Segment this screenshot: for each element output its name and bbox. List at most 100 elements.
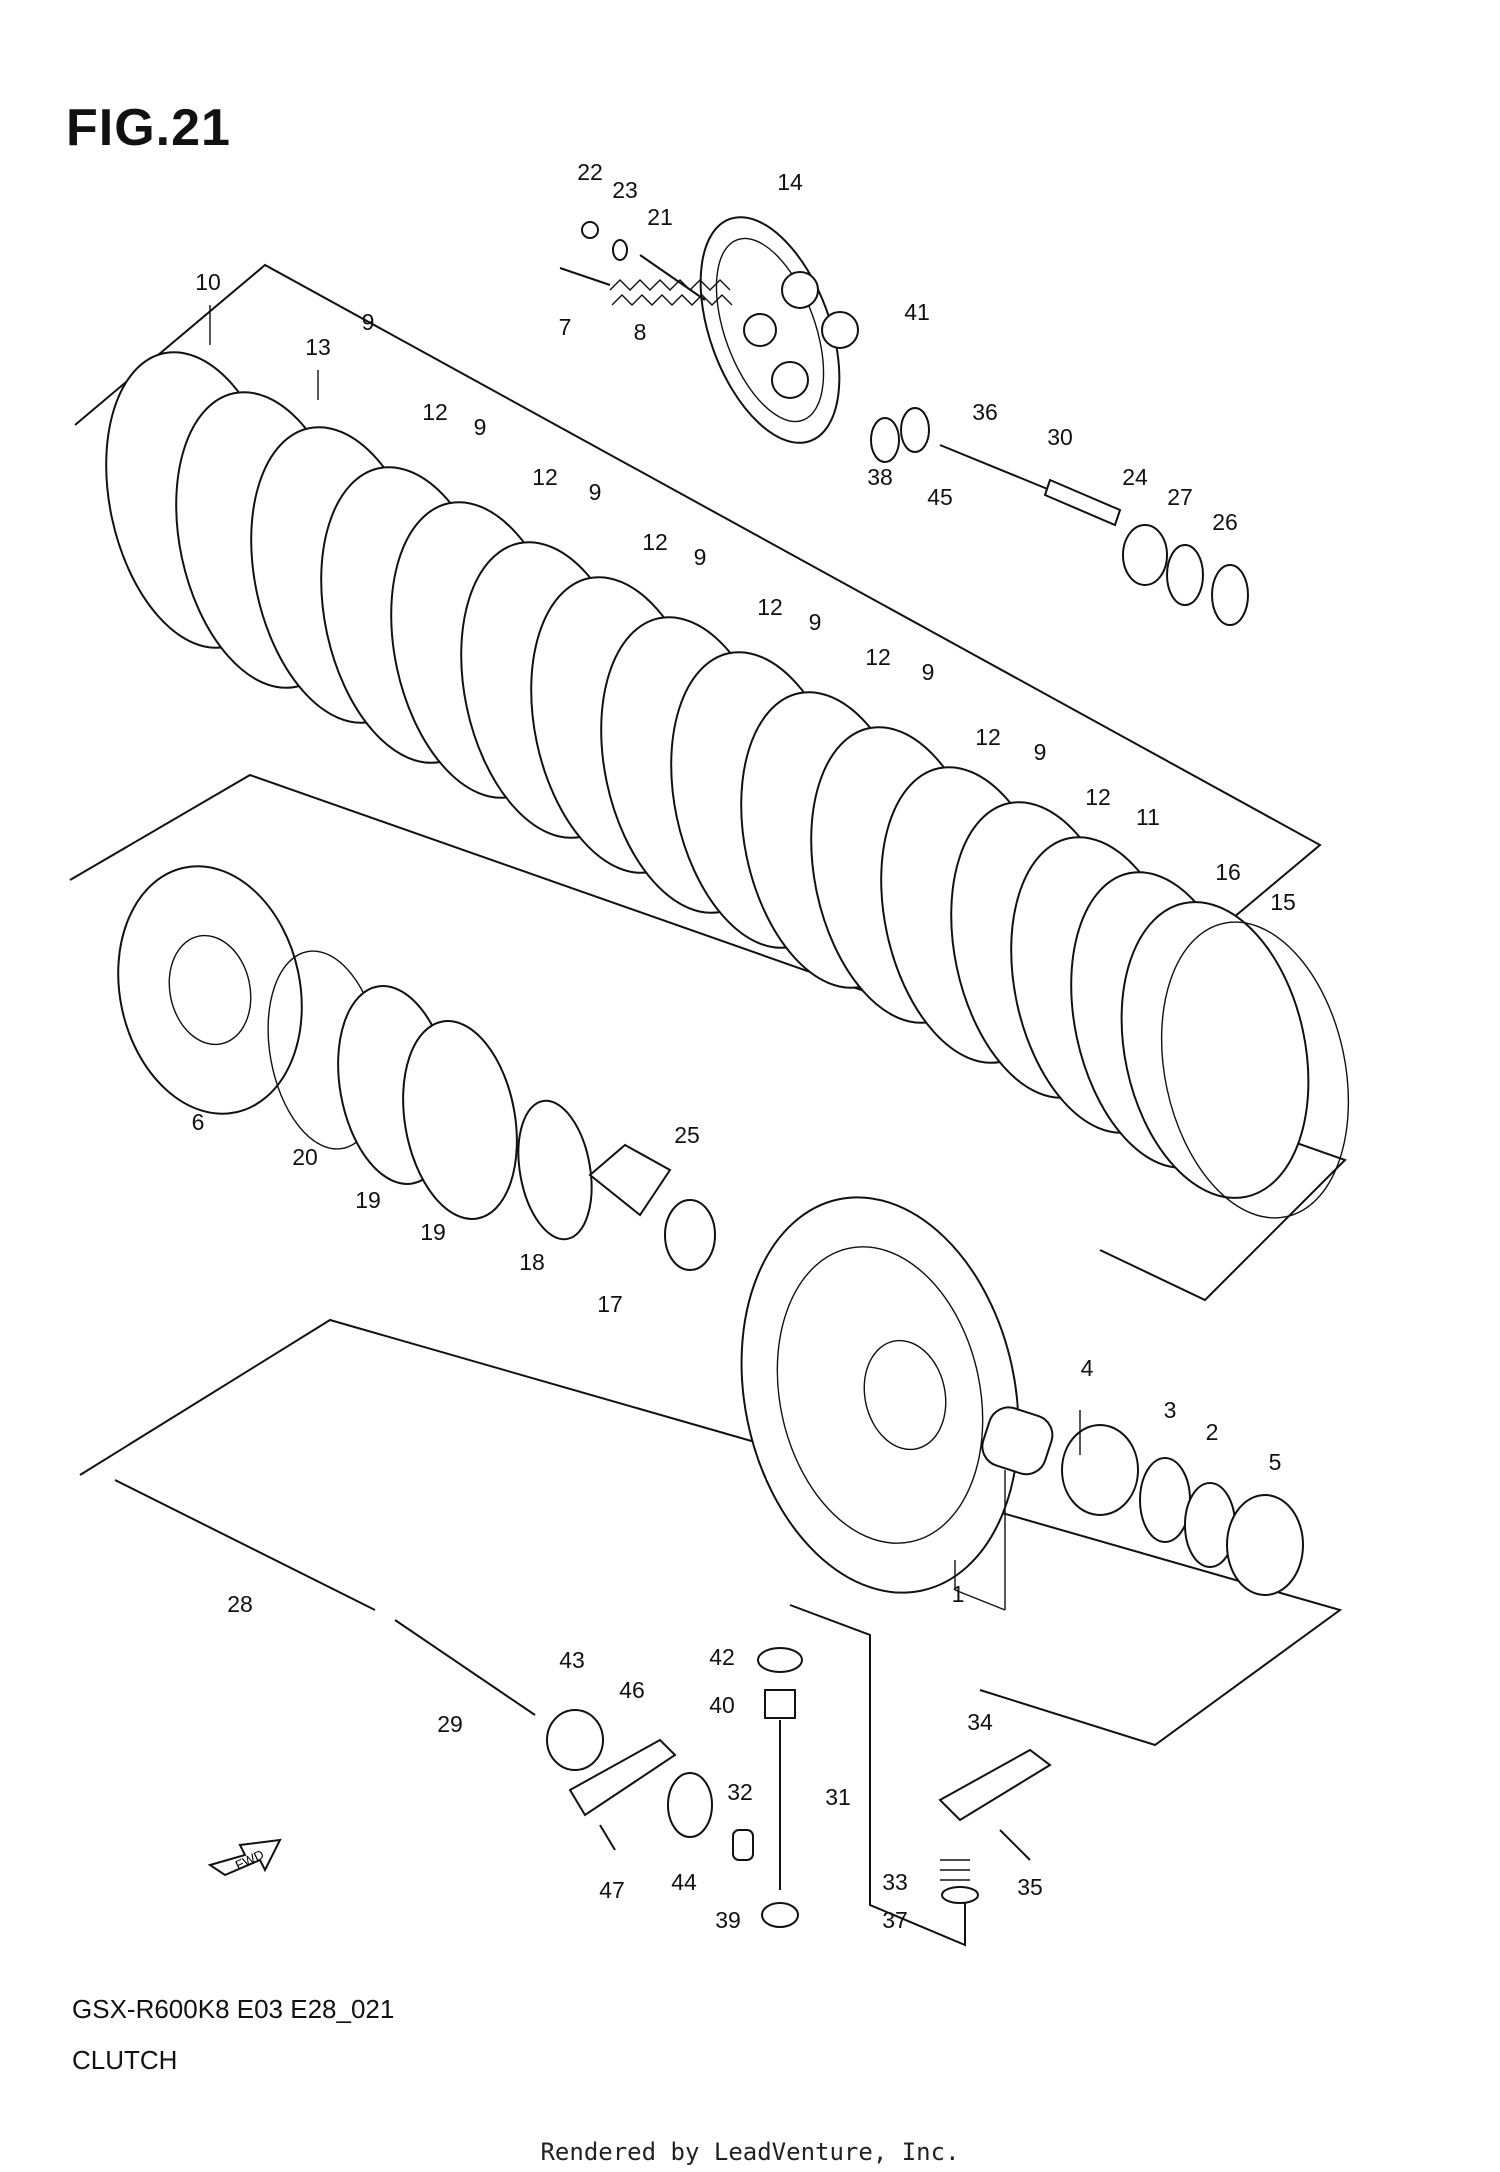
part-label-p37: 37 xyxy=(882,1907,908,1933)
part-label-p12a: 12 xyxy=(422,399,448,425)
pressure-plate-14 xyxy=(699,216,859,444)
part-label-p21: 21 xyxy=(647,204,673,230)
part-label-p15: 15 xyxy=(1270,889,1296,915)
washer-27 xyxy=(1166,544,1204,606)
washer-23 xyxy=(612,239,628,261)
screw-47 xyxy=(599,1824,616,1851)
part-label-p45: 45 xyxy=(927,484,953,510)
part-label-p42: 42 xyxy=(709,1644,735,1670)
clutch-spring-8 xyxy=(609,279,733,306)
part-label-p8: 8 xyxy=(634,319,647,345)
part-label-p33: 33 xyxy=(882,1869,908,1895)
washer-37 xyxy=(941,1886,979,1904)
washer-3 xyxy=(1139,1457,1191,1543)
part-label-p12b: 12 xyxy=(532,464,558,490)
needle-bearing-4 xyxy=(1061,1424,1139,1516)
bearing-5 xyxy=(1226,1494,1304,1596)
bearing-24 xyxy=(1122,524,1168,586)
figure-title: FIG.21 xyxy=(66,99,231,157)
wire-ring-15 xyxy=(1160,921,1350,1219)
part-label-p12f: 12 xyxy=(975,724,1001,750)
sleeve-hub-17 xyxy=(588,1143,672,1217)
spring-washer-19b xyxy=(402,1020,518,1220)
part-label-p12g: 12 xyxy=(1085,784,1111,810)
spacer-sleeve xyxy=(981,1406,1054,1476)
clutch-hub-6 xyxy=(117,865,303,1115)
part-label-p29: 29 xyxy=(437,1711,463,1737)
part-label-p3: 3 xyxy=(1164,1397,1177,1423)
oil-seal-43 xyxy=(546,1709,604,1771)
part-label-p36: 36 xyxy=(972,399,998,425)
part-label-p39: 39 xyxy=(715,1907,741,1933)
part-label-p14: 14 xyxy=(777,169,803,195)
part-label-p12d: 12 xyxy=(757,594,783,620)
fwd-label: FWD xyxy=(233,1847,266,1873)
part-label-p11: 11 xyxy=(1136,804,1160,830)
bearing-41 xyxy=(900,407,930,453)
bolt-35 xyxy=(999,1829,1031,1861)
part-label-p30: 30 xyxy=(1047,424,1073,450)
push-rod-36 xyxy=(939,444,1051,491)
pin-32 xyxy=(732,1829,754,1861)
part-label-p22: 22 xyxy=(577,159,603,185)
part-label-p25: 25 xyxy=(674,1122,700,1148)
part-label-p34: 34 xyxy=(967,1709,993,1735)
part-label-p19a: 19 xyxy=(355,1187,381,1213)
bearing-44 xyxy=(667,1772,713,1838)
part-label-p27: 27 xyxy=(1167,484,1193,510)
part-label-p13: 13 xyxy=(305,334,331,360)
release-arm-34 xyxy=(938,1748,1052,1822)
part-label-p10: 10 xyxy=(195,269,221,295)
push-piece-30 xyxy=(1043,478,1122,527)
part-label-p9a: 9 xyxy=(362,309,375,335)
part-label-p41: 41 xyxy=(904,299,930,325)
part-label-p38: 38 xyxy=(867,464,893,490)
part-label-p9c: 9 xyxy=(589,479,602,505)
bearing-40 xyxy=(764,1689,796,1719)
part-label-p17: 17 xyxy=(597,1291,623,1317)
clutch-housing-1 xyxy=(740,1196,1020,1594)
washer-38 xyxy=(870,417,900,463)
spring-seat-16 xyxy=(1120,901,1310,1199)
housing-group-frame xyxy=(79,1318,1343,1747)
part-label-p9b: 9 xyxy=(474,414,487,440)
forward-arrow-icon: FWD xyxy=(207,1838,282,1877)
clutch-plate-stack xyxy=(105,351,1250,1169)
part-label-p32: 32 xyxy=(727,1779,753,1805)
washer-26 xyxy=(1211,564,1249,626)
section-name: CLUTCH xyxy=(72,2045,178,2075)
part-label-p31: 31 xyxy=(825,1784,851,1810)
spring-bolt-7 xyxy=(559,267,611,286)
bolt-21 xyxy=(639,254,706,301)
return-spring-33 xyxy=(940,1859,970,1881)
part-label-p20: 20 xyxy=(292,1144,318,1170)
part-label-p16: 16 xyxy=(1215,859,1241,885)
part-label-p9g: 9 xyxy=(1034,739,1047,765)
part-label-p5: 5 xyxy=(1269,1449,1282,1475)
push-rod-29 xyxy=(394,1619,536,1716)
part-label-p28: 28 xyxy=(227,1591,253,1617)
part-label-p44: 44 xyxy=(671,1869,697,1895)
part-label-p1: 1 xyxy=(952,1581,965,1607)
nut-22 xyxy=(581,221,599,239)
part-label-p35: 35 xyxy=(1017,1874,1043,1900)
holder-46 xyxy=(568,1738,677,1817)
part-label-p12c: 12 xyxy=(642,529,668,555)
push-rod-28 xyxy=(114,1479,376,1611)
bearing-39 xyxy=(761,1902,799,1928)
thrust-washer-25 xyxy=(664,1199,716,1271)
part-label-p43: 43 xyxy=(559,1647,585,1673)
seat-18 xyxy=(517,1099,593,1241)
part-label-p2: 2 xyxy=(1206,1419,1219,1445)
hub-group-frame xyxy=(69,773,1347,1302)
render-credit: Rendered by LeadVenture, Inc. xyxy=(540,2138,960,2166)
part-label-p26: 26 xyxy=(1212,509,1238,535)
part-label-p12e: 12 xyxy=(865,644,891,670)
part-label-p9d: 9 xyxy=(694,544,707,570)
model-code: GSX-R600K8 E03 E28_021 xyxy=(72,1994,395,2024)
part-label-p23: 23 xyxy=(612,177,638,203)
part-label-p24: 24 xyxy=(1122,464,1148,490)
